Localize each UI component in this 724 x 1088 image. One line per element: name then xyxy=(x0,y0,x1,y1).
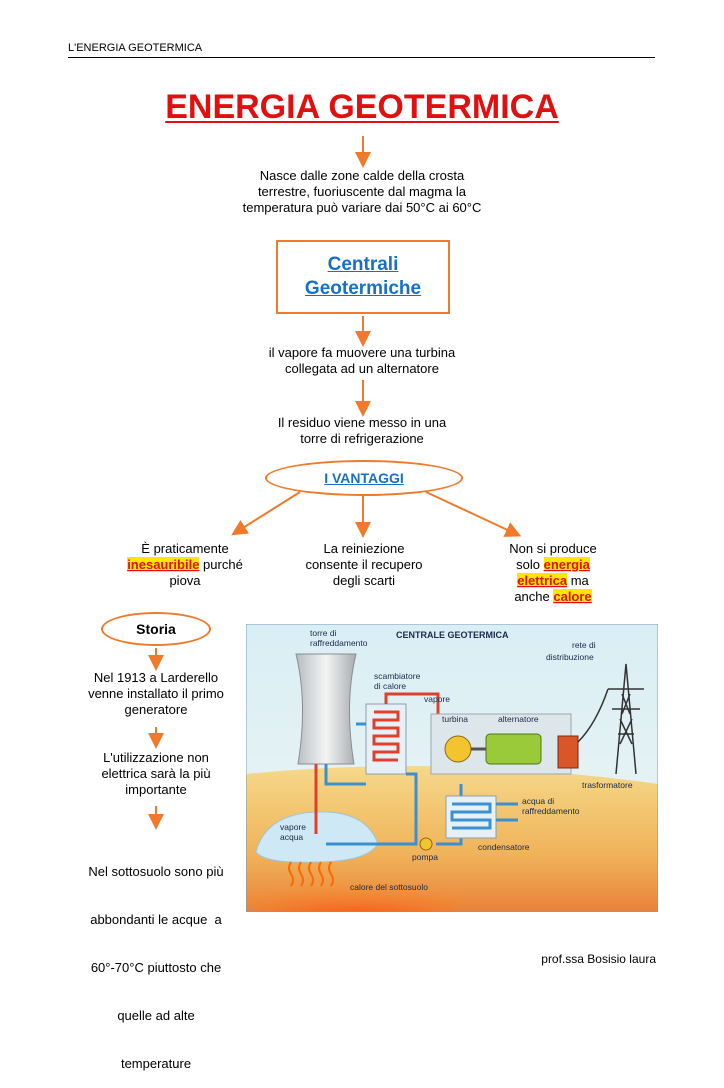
label-scamb1: scambiatore xyxy=(374,671,421,681)
label-turbina: turbina xyxy=(442,714,468,724)
intro-line: terrestre, fuoriuscente dal magma la xyxy=(257,184,467,199)
label-torre1: torre di xyxy=(310,628,337,638)
s2-line: L'utilizzazione non xyxy=(103,750,209,765)
vantaggio-inesauribile: È praticamente inesauribile purché piova xyxy=(100,541,270,589)
s3-line: temperature xyxy=(120,1056,192,1071)
intro-line: temperatura può variare dai 50°C ai 60°C xyxy=(242,200,482,215)
flow-arrows xyxy=(148,136,522,830)
turbina-line: il vapore fa muovere una turbina xyxy=(268,345,456,360)
label-trasformatore: trasformatore xyxy=(582,780,633,790)
page-footer: prof.ssa Bosisio laura xyxy=(541,952,656,966)
label-vapore-acqua2: acqua xyxy=(280,832,303,842)
label-vapore-acqua1: vapore xyxy=(280,822,306,832)
v3-solo: solo xyxy=(516,557,544,572)
s3-line: abbondanti le acque a xyxy=(90,912,222,927)
residuo-line: torre di refrigerazione xyxy=(300,431,424,446)
transformer xyxy=(557,735,579,769)
storia-oval: Storia xyxy=(101,612,211,646)
header-rule xyxy=(68,57,655,58)
label-rete2: distribuzione xyxy=(546,652,594,662)
v1-post: purché xyxy=(199,557,243,572)
storia-utilizzazione: L'utilizzazione non elettrica sarà la pi… xyxy=(66,750,246,798)
v2-line: consente il recupero xyxy=(305,557,423,572)
residuo-line: Il residuo viene messo in una xyxy=(277,415,447,430)
alternator xyxy=(485,733,542,765)
page-title: ENERGIA GEOTERMICA xyxy=(165,88,559,126)
v3-line3: elettrica ma xyxy=(478,573,628,589)
turbina-line: collegata ad un alternatore xyxy=(285,361,439,376)
highlight-elettrica: elettrica xyxy=(517,573,568,588)
residuo-text: Il residuo viene messo in una torre di r… xyxy=(212,415,512,447)
condenser-coil xyxy=(450,802,492,830)
s2-line: elettrica sarà la più xyxy=(101,766,211,781)
intro-text: Nasce dalle zone calde della crosta terr… xyxy=(212,168,512,216)
pump xyxy=(419,837,433,851)
s1-line: venne installato il primo xyxy=(88,686,224,701)
label-alternatore: alternatore xyxy=(498,714,539,724)
cooling-tower xyxy=(295,653,357,765)
centrali-line2: Geotermiche xyxy=(304,278,422,299)
s1-line: generatore xyxy=(124,702,188,717)
storia-sottosuolo: Nel sottosuolo sono più abbondanti le ac… xyxy=(66,832,246,1088)
v1-line: piova xyxy=(169,573,201,588)
s1-line: Nel 1913 a Larderello xyxy=(93,670,219,685)
heat-zone xyxy=(246,866,466,912)
highlight-calore: calore xyxy=(553,589,592,604)
centrali-line1: Centrali xyxy=(327,254,399,275)
exchanger-coil xyxy=(372,710,400,762)
highlight-energia: energia xyxy=(543,557,590,572)
vantaggi-oval: I VANTAGGI xyxy=(265,460,463,496)
v2-line: La reiniezione xyxy=(323,541,405,556)
label-acqua1: acqua di xyxy=(522,796,554,806)
centrali-box: Centrali Geotermiche xyxy=(276,240,450,314)
s3-line: quelle ad alte xyxy=(117,1008,195,1023)
s3-line: 60°-70°C piuttosto che xyxy=(90,960,222,975)
highlight-inesauribile: inesauribile xyxy=(127,557,200,572)
v3-line4: anche calore xyxy=(478,589,628,605)
s3-line: Nel sottosuolo sono più xyxy=(88,864,224,879)
centrale-geotermica-diagram: CENTRALE GEOTERMICA torre di raffreddame… xyxy=(246,624,658,912)
vantaggio-energia: Non si produce solo energia elettrica ma… xyxy=(478,541,628,605)
s2-line: importante xyxy=(125,782,187,797)
label-acqua2: raffreddamento xyxy=(522,806,580,816)
v1-line: È praticamente xyxy=(141,541,229,556)
label-pompa: pompa xyxy=(412,852,438,862)
intro-line: Nasce dalle zone calde della crosta xyxy=(259,168,465,183)
label-vapore: vapore xyxy=(424,694,450,704)
heat-flames-icon xyxy=(288,861,334,887)
v3-line: Non si produce xyxy=(509,541,597,556)
label-scamb2: di calore xyxy=(374,681,406,691)
label-torre2: raffreddamento xyxy=(310,638,368,648)
storia-larderello: Nel 1913 a Larderello venne installato i… xyxy=(66,670,246,718)
v1-line2: inesauribile purché xyxy=(100,557,270,573)
power-pylon-icon xyxy=(577,663,644,775)
label-rete1: rete di xyxy=(572,640,596,650)
turbina-text: il vapore fa muovere una turbina collega… xyxy=(212,345,512,377)
v3-anche: anche xyxy=(514,589,554,604)
vantaggio-reiniezione: La reiniezione consente il recupero degl… xyxy=(280,541,448,589)
v2-line: degli scarti xyxy=(332,573,396,588)
diagram-title: CENTRALE GEOTERMICA xyxy=(396,630,509,640)
turbine xyxy=(444,735,472,763)
heat-exchanger xyxy=(365,703,407,775)
label-condensatore: condensatore xyxy=(478,842,530,852)
page-header: L'ENERGIA GEOTERMICA xyxy=(68,42,203,54)
label-calore: calore del sottosuolo xyxy=(350,882,428,892)
v3-line2: solo energia xyxy=(478,557,628,573)
v3-ma: ma xyxy=(567,573,589,588)
